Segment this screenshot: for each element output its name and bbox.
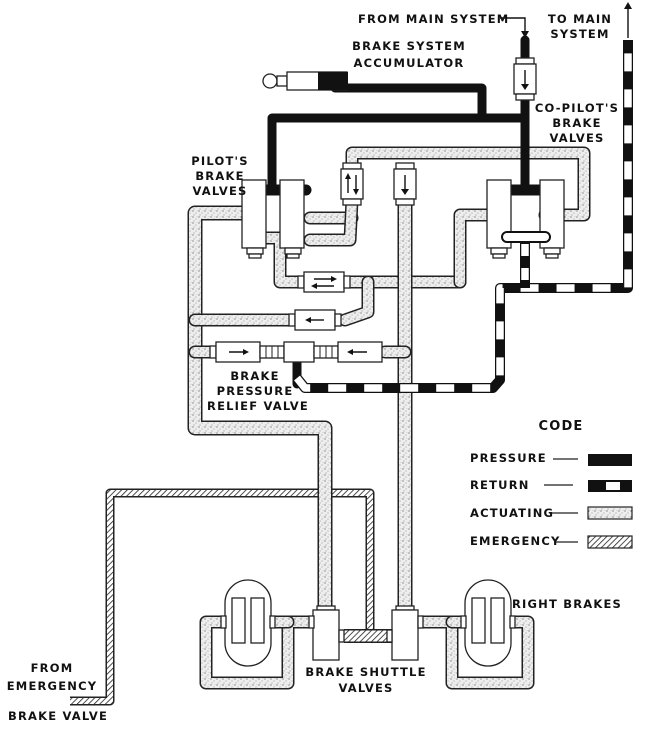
return-lines [293,40,633,393]
label-pilot-2: BRAKE [195,169,244,183]
label-relief-2: PRESSURE [217,384,294,398]
from-main-system-arrow [500,17,529,38]
label-relief-3: RELIEF VALVE [207,399,309,413]
legend-swatch-actuating [587,506,633,520]
label-copilot-1: CO-PILOT'S [535,101,619,115]
pressure-line-accumulator [330,83,487,123]
label-accumulator-2: ACCUMULATOR [354,56,465,70]
legend-item-pressure: PRESSURE [470,451,632,466]
brake-pressure-relief-valve [209,341,383,363]
label-shuttle-1: BRAKE SHUTTLE [305,665,426,679]
legend-label-return: RETURN [470,478,530,492]
legend-swatch-pressure [588,454,632,466]
pressure-line-main [267,113,530,195]
legend-label-emergency: EMERGENCY [470,534,561,548]
label-copilot-2: BRAKE [552,116,601,130]
actuating-lines [187,146,591,690]
pilots-brake-valves [241,179,305,259]
legend-title: CODE [538,419,583,434]
label-accumulator-1: BRAKE SYSTEM [352,39,466,53]
emergency-lines [70,488,400,706]
label-pilot-3: VALVES [192,184,247,198]
to-main-system-arrow [624,2,632,38]
label-pilot-1: PILOT'S [191,154,248,168]
label-relief-1: BRAKE [230,369,279,383]
left-brakes [220,579,276,667]
legend-item-emergency: EMERGENCY [470,534,633,549]
label-right-brakes: RIGHT BRAKES [512,597,622,611]
label-emergency-3: BRAKE VALVE [8,709,108,723]
label-to-main-system-2: SYSTEM [550,27,609,41]
check-valve-horizontal-single [288,309,342,331]
brake-shuttle-valves [308,605,424,661]
right-brakes [460,579,516,667]
legend-label-actuating: ACTUATING [470,506,554,520]
check-valve-horizontal-double [297,271,351,293]
copilots-brake-valves [486,179,565,259]
legend-item-return: RETURN [470,478,632,492]
label-emergency-1: FROM [31,661,74,675]
check-valve-bidirectional [340,162,364,206]
label-copilot-3: VALVES [549,131,604,145]
legend-item-actuating: ACTUATING [470,506,633,520]
legend-label-pressure: PRESSURE [470,451,547,465]
label-emergency-2: EMERGENCY [7,679,98,693]
label-to-main-system-1: TO MAIN [548,12,612,26]
inlet-check-valve [513,57,537,101]
legend-swatch-emergency [587,535,633,549]
legend: CODE PRESSURE RETURN ACTUATING EMERGENCY [470,419,633,549]
label-shuttle-2: VALVES [338,681,393,695]
label-from-main-system: FROM MAIN SYSTEM [358,12,509,26]
brake-system-accumulator [262,71,348,91]
check-valve-center [393,162,417,206]
